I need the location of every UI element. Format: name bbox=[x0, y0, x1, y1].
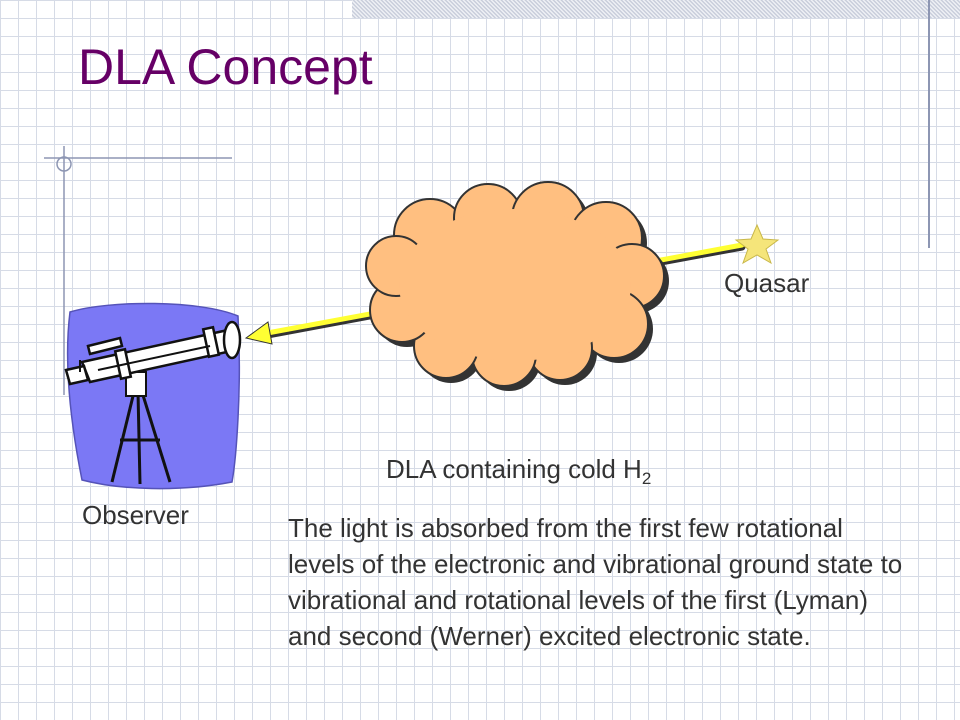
arrow-head-icon bbox=[244, 321, 273, 345]
decorative-top-band bbox=[352, 0, 960, 18]
slide-title: DLA Concept bbox=[78, 39, 373, 95]
dla-label: DLA containing cold H2 bbox=[386, 454, 651, 489]
observer-label: Observer bbox=[82, 500, 189, 530]
dla-label-text: DLA containing cold H bbox=[386, 454, 642, 484]
decorative-right-rule bbox=[928, 0, 930, 248]
quasar-label: Quasar bbox=[724, 268, 810, 298]
description-text: The light is absorbed from the first few… bbox=[288, 513, 903, 651]
star-icon bbox=[734, 223, 780, 265]
cloud-icon bbox=[365, 181, 669, 391]
corner-crosshair-decoration bbox=[44, 146, 232, 395]
telescope-icon bbox=[64, 302, 242, 490]
dla-label-subscript: 2 bbox=[641, 469, 652, 489]
